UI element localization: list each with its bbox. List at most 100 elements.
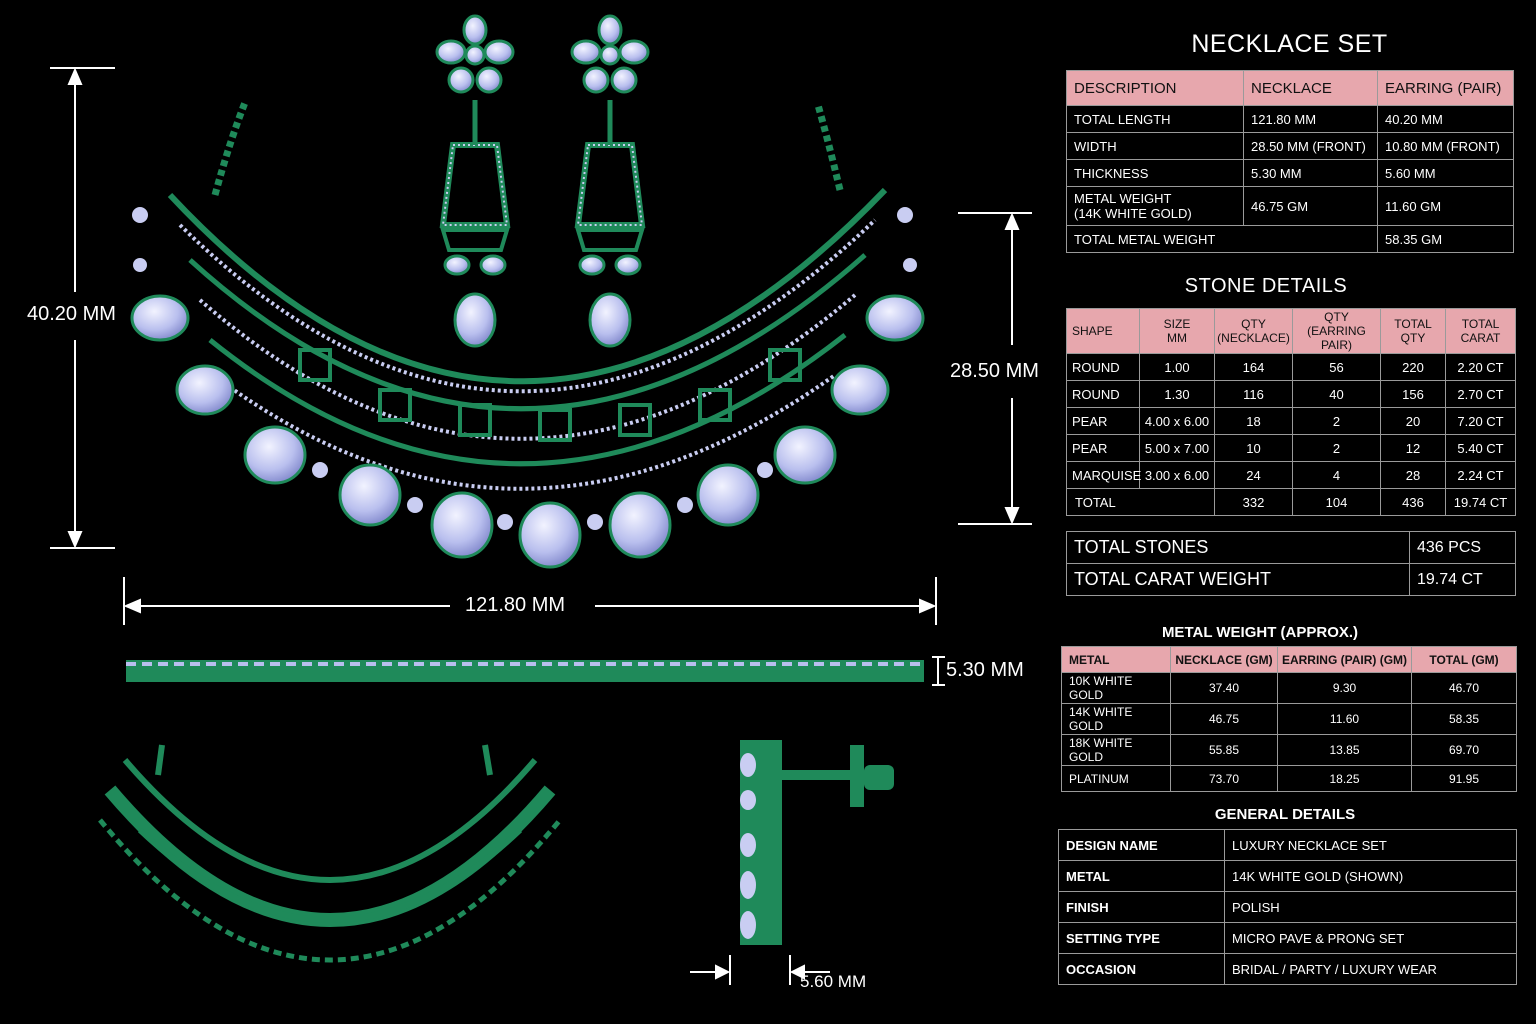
header-line: QTY xyxy=(1400,331,1426,345)
table-header-cell: QTY(NECKLACE) xyxy=(1214,308,1293,354)
table-row: MARQUISE 3.00 x 6.00 24 4 28 2.24 CT xyxy=(1066,461,1516,489)
table-header-cell: METAL xyxy=(1061,646,1171,673)
table-cell: 1.00 xyxy=(1139,353,1215,381)
table-row: 14K WHITE GOLD 46.75 11.60 58.35 xyxy=(1061,703,1517,735)
table-cell: ROUND xyxy=(1066,353,1140,381)
table-row: FINISH POLISH xyxy=(1058,891,1517,923)
table-row: TOTAL LENGTH 121.80 MM 40.20 MM xyxy=(1066,105,1514,133)
table-row: TOTAL 332 104 436 19.74 CT xyxy=(1066,488,1516,516)
table-cell: 46.70 xyxy=(1411,672,1517,704)
earrings-front-view xyxy=(435,14,650,348)
table-cell: 20 xyxy=(1380,407,1446,435)
header-line: MM xyxy=(1167,331,1187,345)
table-cell: 2 xyxy=(1292,407,1381,435)
metal-weight-label: METAL WEIGHT xyxy=(1074,191,1172,206)
table-cell: 24 xyxy=(1214,461,1293,489)
table-row: PEAR 4.00 x 6.00 18 2 20 7.20 CT xyxy=(1066,407,1516,435)
total-carat-label: TOTAL CARAT WEIGHT xyxy=(1066,563,1410,596)
table-cell: TOTAL xyxy=(1066,488,1215,516)
dim-thickness-necklace: 5.30 MM xyxy=(946,659,1024,681)
table-cell: PEAR xyxy=(1066,434,1140,462)
table-header-cell: QTY(EARRING PAIR) xyxy=(1292,308,1381,354)
header-line: QTY xyxy=(1324,310,1349,324)
table-cell: 164 xyxy=(1214,353,1293,381)
table-cell: WIDTH xyxy=(1066,132,1244,160)
table-header-cell: SHAPE xyxy=(1066,308,1140,354)
table-cell: 19.74 CT xyxy=(1445,488,1516,516)
table-cell: 3.00 x 6.00 xyxy=(1139,461,1215,489)
header-line: (EARRING PAIR) xyxy=(1307,324,1366,352)
general-details-title: GENERAL DETAILS xyxy=(1214,806,1356,823)
table-row: TOTAL STONES 436 PCS xyxy=(1066,531,1516,564)
table-cell: 4.00 x 6.00 xyxy=(1139,407,1215,435)
detail-key: OCCASION xyxy=(1058,953,1225,985)
table-cell: 10.80 MM (FRONT) xyxy=(1377,132,1514,160)
table-row: 18K WHITE GOLD 55.85 13.85 69.70 xyxy=(1061,734,1517,766)
table-cell: TOTAL LENGTH xyxy=(1066,105,1244,133)
table-row: METAL WEIGHT (14K WHITE GOLD) 46.75 GM 1… xyxy=(1066,186,1514,226)
table-cell: 37.40 xyxy=(1170,672,1278,704)
table-cell: METAL WEIGHT (14K WHITE GOLD) xyxy=(1066,186,1244,226)
metal-weight-sub: (14K WHITE GOLD) xyxy=(1074,206,1192,221)
table-cell: 104 xyxy=(1292,488,1381,516)
table-cell: 121.80 MM xyxy=(1243,105,1378,133)
table-cell: 69.70 xyxy=(1411,734,1517,766)
table-row: METAL 14K WHITE GOLD (SHOWN) xyxy=(1058,860,1517,892)
table-cell: 332 xyxy=(1214,488,1293,516)
table-cell: ROUND xyxy=(1066,380,1140,408)
total-metal-weight-value: 58.35 GM xyxy=(1377,225,1514,253)
table-cell: 4 xyxy=(1292,461,1381,489)
total-metal-weight-label: TOTAL METAL WEIGHT xyxy=(1066,225,1378,253)
table-cell: 156 xyxy=(1380,380,1446,408)
totals-table: TOTAL STONES 436 PCS TOTAL CARAT WEIGHT … xyxy=(1066,531,1516,596)
table-cell: 9.30 xyxy=(1277,672,1412,704)
table-cell: 91.95 xyxy=(1411,765,1517,792)
table-cell: 28 xyxy=(1380,461,1446,489)
table-row: OCCASION BRIDAL / PARTY / LUXURY WEAR xyxy=(1058,953,1517,985)
table-cell: 46.75 GM xyxy=(1243,186,1378,226)
header-line: CARAT xyxy=(1460,331,1501,345)
total-carat-value: 19.74 CT xyxy=(1409,563,1516,596)
table-cell: 5.00 x 7.00 xyxy=(1139,434,1215,462)
table-row: 10K WHITE GOLD 37.40 9.30 46.70 xyxy=(1061,672,1517,704)
table-cell: 73.70 xyxy=(1170,765,1278,792)
table-cell: PLATINUM xyxy=(1061,765,1171,792)
necklace-side-view xyxy=(126,660,924,682)
table-cell: 11.60 GM xyxy=(1377,186,1514,226)
detail-value: POLISH xyxy=(1224,891,1517,923)
metal-weight-table: METAL NECKLACE (GM) EARRING (PAIR) (GM) … xyxy=(1061,646,1517,792)
table-cell: 11.60 xyxy=(1277,703,1412,735)
detail-key: DESIGN NAME xyxy=(1058,829,1225,861)
table-row: TOTAL METAL WEIGHT 58.35 GM xyxy=(1066,225,1514,253)
table-cell: 2 xyxy=(1292,434,1381,462)
table-row: DESIGN NAME LUXURY NECKLACE SET xyxy=(1058,829,1517,861)
table-row: PLATINUM 73.70 18.25 91.95 xyxy=(1061,765,1517,792)
table-cell: MARQUISE xyxy=(1066,461,1141,489)
dim-height-necklace: 40.20 MM xyxy=(27,303,116,325)
table-row: ROUND 1.30 116 40 156 2.70 CT xyxy=(1066,380,1516,408)
detail-value: BRIDAL / PARTY / LUXURY WEAR xyxy=(1224,953,1517,985)
table-cell: PEAR xyxy=(1066,407,1140,435)
dimension-lines xyxy=(50,67,1032,985)
table-cell: 2.24 CT xyxy=(1445,461,1516,489)
table-header-cell: EARRING (PAIR) (GM) xyxy=(1277,646,1412,673)
table-cell: 5.60 MM xyxy=(1377,159,1514,187)
detail-key: METAL xyxy=(1058,860,1225,892)
detail-key: FINISH xyxy=(1058,891,1225,923)
earring-side-view xyxy=(740,740,894,945)
total-stones-value: 436 PCS xyxy=(1409,531,1516,564)
detail-value: 14K WHITE GOLD (SHOWN) xyxy=(1224,860,1517,892)
table-cell: 12 xyxy=(1380,434,1446,462)
table-cell: 116 xyxy=(1214,380,1293,408)
table-header-row: METAL NECKLACE (GM) EARRING (PAIR) (GM) … xyxy=(1061,646,1517,673)
necklace-set-title: NECKLACE SET xyxy=(1191,30,1388,58)
detail-value: LUXURY NECKLACE SET xyxy=(1224,829,1517,861)
table-cell: 40.20 MM xyxy=(1377,105,1514,133)
metal-weight-title: METAL WEIGHT (APPROX.) xyxy=(1161,624,1359,641)
table-row: THICKNESS 5.30 MM 5.60 MM xyxy=(1066,159,1514,187)
table-cell: 10K WHITE GOLD xyxy=(1061,672,1171,704)
